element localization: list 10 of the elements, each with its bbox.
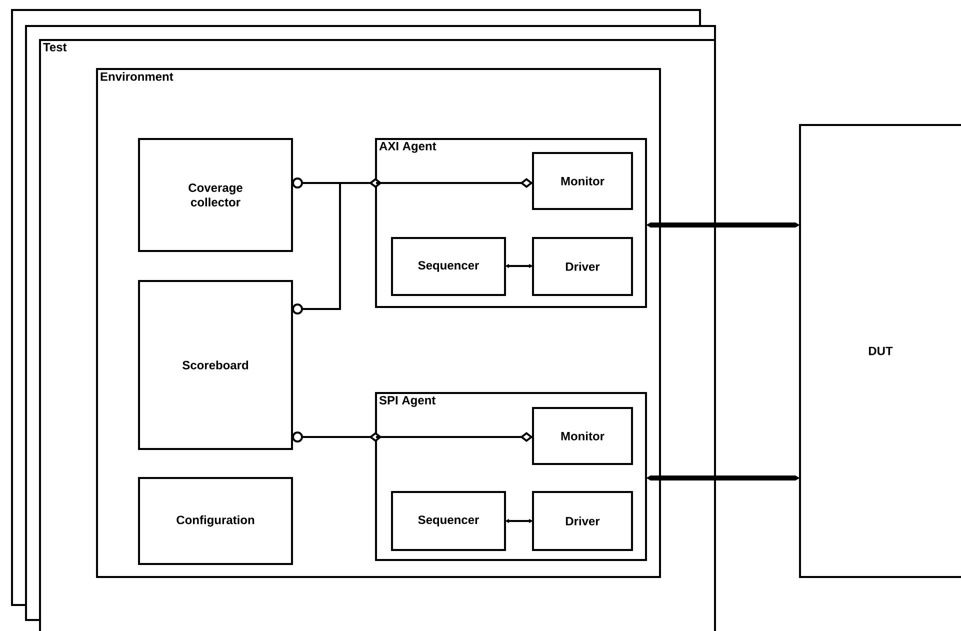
component-box: Sequencer: [391, 491, 506, 551]
component-box: Driver: [532, 491, 633, 551]
component-box: Scoreboard: [138, 280, 293, 450]
component-box: Coverage collector: [138, 138, 293, 252]
component-box: DUT: [799, 124, 961, 578]
component-box: Monitor: [532, 407, 633, 465]
component-box: Configuration: [138, 477, 293, 565]
component-box: Driver: [532, 237, 633, 296]
component-box: Monitor: [532, 152, 633, 210]
component-box: Sequencer: [391, 237, 506, 296]
